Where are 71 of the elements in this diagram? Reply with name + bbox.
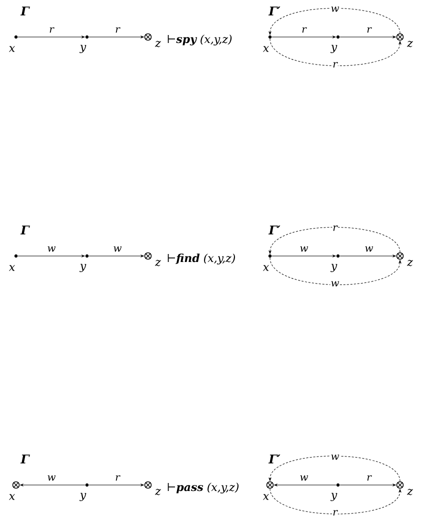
crossed-circle: [396, 481, 404, 489]
arrow: [88, 484, 144, 486]
vertex-label: x: [8, 46, 15, 52]
edge-label: r: [332, 225, 338, 232]
graph-name: Γ: [20, 6, 30, 16]
judgement: ⊢spy (x,y,z): [168, 34, 232, 46]
vertex-label: z: [155, 260, 161, 266]
arrow: [340, 484, 396, 486]
vertex-label: z: [407, 488, 413, 496]
edge-label: w: [46, 474, 56, 482]
edge-label: w: [330, 280, 340, 287]
edge-label: r: [114, 26, 120, 34]
graph-name: Γ: [20, 454, 30, 464]
arrow: [270, 488, 402, 514]
edge-label: r: [366, 26, 372, 34]
arrow: [268, 227, 400, 254]
edge-label: w: [299, 246, 309, 252]
graph-name: Γ: [20, 226, 30, 234]
judgement: ⊢find (x,y,z): [168, 254, 235, 264]
crossed-circle: [144, 33, 152, 41]
graph-name: Γ′: [268, 6, 280, 16]
crossed-circle: [396, 252, 404, 260]
arrow: [268, 8, 400, 35]
crossed-circle: [266, 481, 274, 489]
edge-label: r: [301, 26, 307, 34]
arrow: [18, 254, 85, 258]
vertex-label: x: [8, 494, 15, 500]
edge-label: w: [112, 246, 122, 252]
vertex-label: y: [330, 264, 338, 272]
arrow: [88, 36, 144, 38]
arrow: [272, 254, 336, 258]
vertex-label: x: [262, 265, 269, 271]
vertex-label: x: [8, 265, 15, 271]
edge-label: w: [46, 246, 56, 252]
judgement: ⊢pass (x,y,z): [168, 482, 238, 494]
vertex-label: z: [155, 40, 161, 48]
vertex-label: y: [330, 44, 338, 54]
edge-label: w: [364, 246, 374, 252]
vertex-label: y: [79, 492, 86, 502]
arrow: [272, 36, 336, 38]
vertex-label: z: [407, 260, 413, 266]
edge-label: r: [48, 26, 54, 34]
arrow: [18, 36, 85, 38]
edge-label: w: [330, 454, 340, 460]
crossed-circle: [12, 481, 20, 489]
edge-label: w: [299, 474, 309, 482]
edge-label: r: [114, 474, 120, 482]
arrow: [340, 254, 396, 258]
arrow: [268, 456, 400, 482]
vertex-label: x: [262, 494, 269, 500]
arrow: [270, 258, 402, 285]
vertex-label: z: [155, 488, 161, 496]
crossed-circle: [144, 481, 152, 489]
crossed-circle: [144, 252, 152, 260]
arrow: [340, 36, 396, 38]
crossed-circle: [396, 33, 404, 41]
vertex-label: y: [79, 264, 86, 272]
vertex-label: y: [330, 492, 338, 502]
vertex-label: z: [407, 40, 413, 48]
arrow: [270, 38, 402, 66]
graph-name: Γ′: [268, 454, 280, 464]
arrow: [88, 254, 144, 258]
vertex-label: x: [262, 46, 269, 52]
edge-label: r: [332, 510, 338, 516]
arrow: [20, 484, 86, 486]
edge-label: w: [330, 6, 340, 12]
graph-name: Γ′: [268, 226, 280, 234]
vertex-label: y: [79, 44, 86, 54]
arrow: [274, 484, 336, 486]
edge-label: r: [366, 474, 372, 482]
edge-label: r: [332, 62, 338, 68]
